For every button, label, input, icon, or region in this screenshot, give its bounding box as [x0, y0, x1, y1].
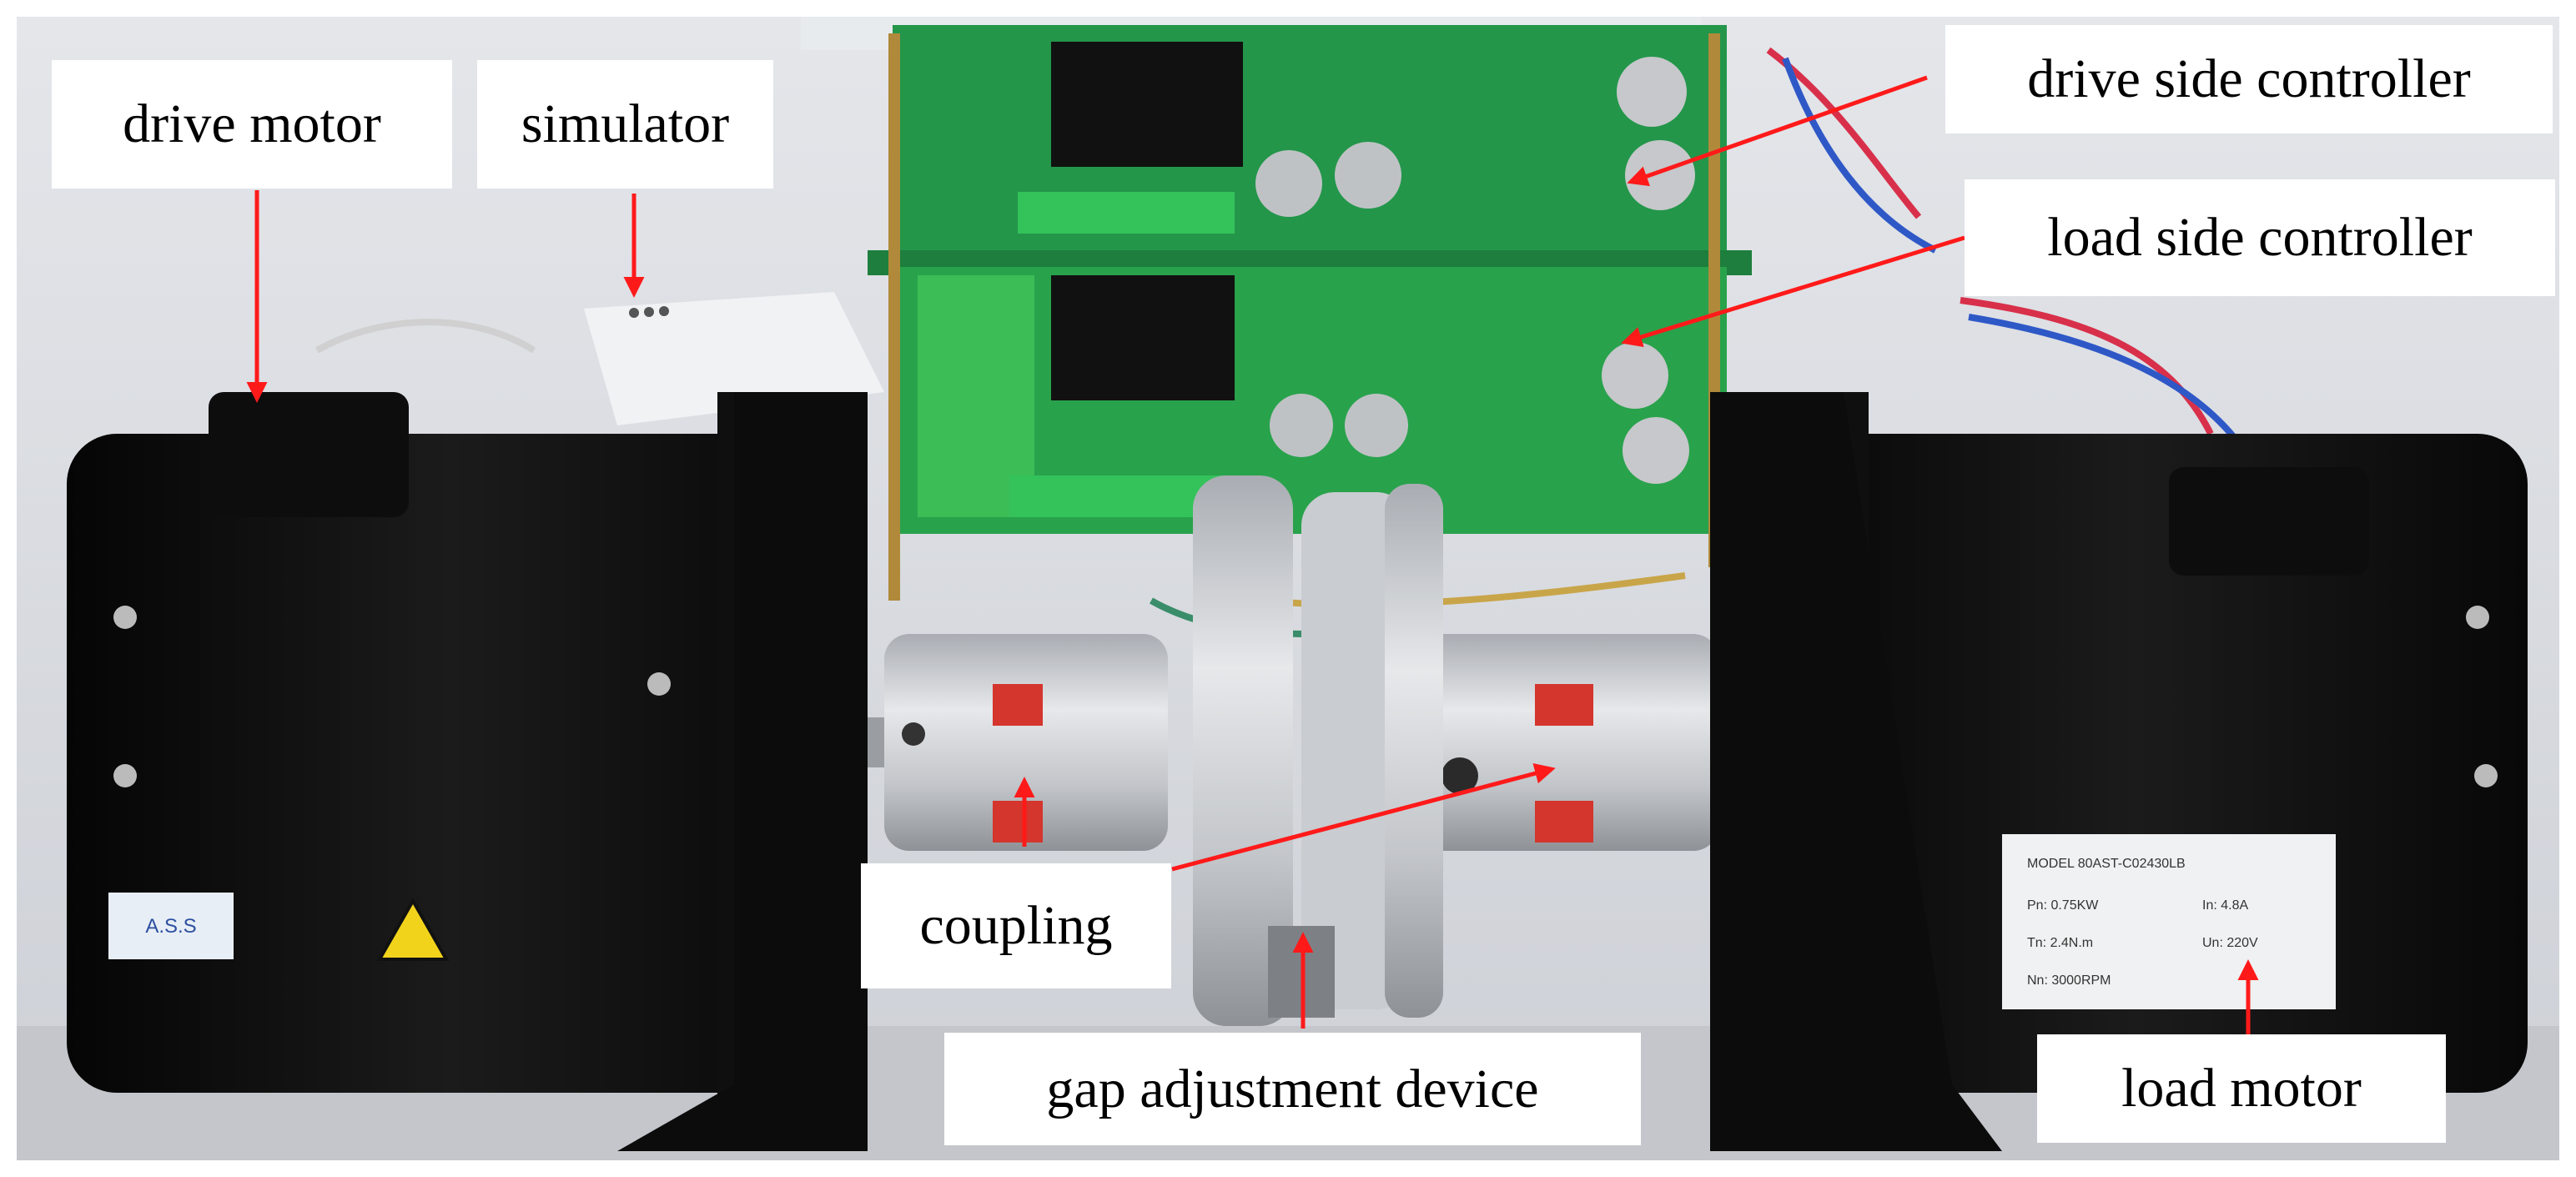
label-coupling: coupling: [861, 863, 1171, 988]
label-drive-motor: drive motor: [52, 60, 452, 189]
nameplate-tn: Tn: 2.4N.m: [2027, 936, 2093, 950]
nameplate-un: Un: 220V: [2202, 936, 2258, 950]
label-load-side-controller: load side controller: [1965, 179, 2555, 296]
nameplate-model: MODEL 80AST-C02430LB: [2027, 857, 2186, 871]
motor-nameplate: [2002, 834, 2336, 1009]
gap-adjustment-disks: [1193, 475, 1443, 1026]
left-coupling: [884, 634, 1168, 851]
left-bracket: [617, 392, 868, 1151]
nameplate-pn: Pn: 0.75KW: [2027, 898, 2099, 913]
label-gap-adjustment-device: gap adjustment device: [944, 1033, 1641, 1145]
arrow-drive-side-controller: [1627, 75, 1928, 187]
annotation-arrows: [246, 75, 2259, 1034]
right-coupling: [1418, 634, 1718, 851]
label-load-motor: load motor: [2037, 1034, 2446, 1143]
arrow-coupling-right: [1171, 763, 1556, 872]
nameplate-in: In: 4.8A: [2202, 898, 2248, 913]
motor-sticker-text: A.S.S: [145, 915, 196, 938]
label-drive-side-controller: drive side controller: [1945, 25, 2553, 133]
label-simulator: simulator: [477, 60, 773, 189]
nameplate-nn: Nn: 3000RPM: [2027, 973, 2111, 988]
controller-boards: [801, 17, 1752, 601]
arrow-load-side-controller: [1621, 235, 1965, 348]
right-bracket: [1710, 392, 2002, 1151]
